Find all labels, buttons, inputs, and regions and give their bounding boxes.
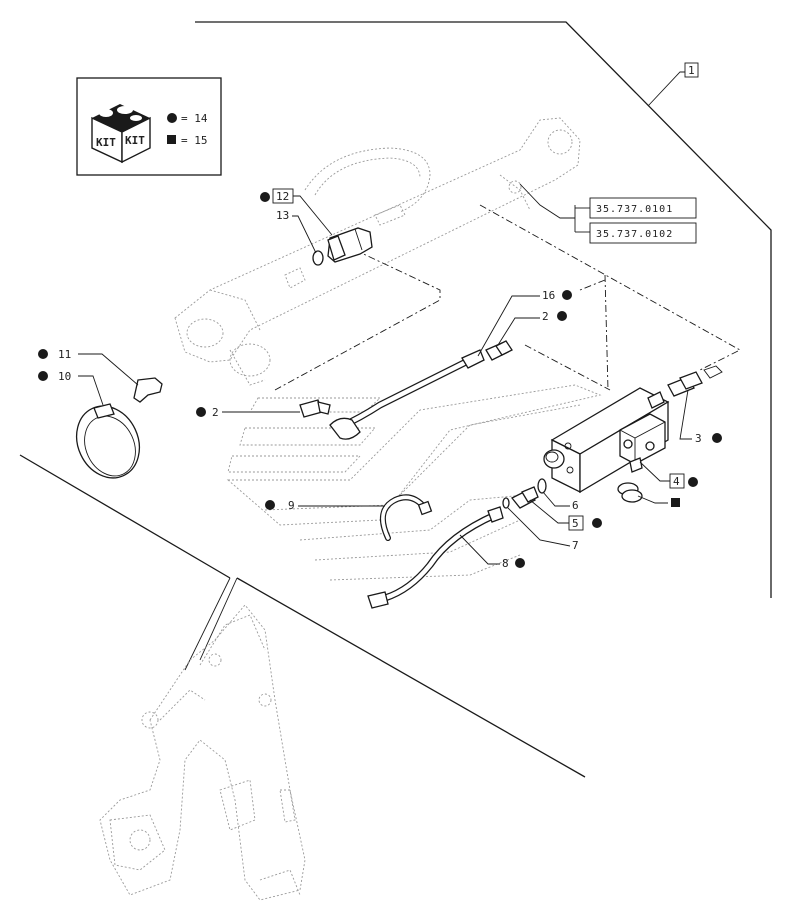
kit-box-icon: KIT KIT (91, 104, 151, 164)
legend-box (76, 77, 222, 176)
callout-2-upper: 2 (497, 310, 567, 346)
part-2-lower-elbow (299, 399, 361, 440)
part-11-clamp (133, 377, 163, 403)
reference-boxes: 35.737.0101 35.737.0102 (519, 183, 697, 244)
part-13-oring (312, 250, 324, 266)
callout-10-label: 10 (58, 370, 71, 383)
callout-16: 16 (477, 289, 572, 357)
callout-8: 8 (459, 534, 525, 570)
reference-b-label: 35.737.0102 (596, 229, 673, 240)
callout-5-label: 5 (572, 517, 579, 530)
callout-3-label: 3 (695, 432, 702, 445)
callout-11: 11 (38, 348, 139, 386)
circle-bullet-icon (557, 311, 567, 321)
callout-1: 1 (647, 62, 699, 107)
callout-4: 4 (639, 461, 698, 489)
part-5-fitting (510, 486, 539, 509)
legend-circle-value: = 14 (181, 112, 208, 125)
part-8-hose (367, 506, 504, 609)
callout-9-label: 9 (288, 499, 295, 512)
part-16-hose (336, 349, 485, 431)
callout-2-upper-label: 2 (542, 310, 549, 323)
circle-bullet-icon (196, 407, 206, 417)
part-10-ring (75, 403, 141, 479)
part-2-upper-fitting (485, 340, 513, 361)
callout-9: 9 (265, 499, 385, 512)
callout-12-label: 12 (276, 190, 289, 203)
square-bullet-icon (167, 135, 176, 144)
callout-12: 12 (260, 188, 333, 236)
callout-16-label: 16 (542, 289, 555, 302)
circle-bullet-icon (712, 433, 722, 443)
valve-orings (617, 482, 643, 503)
ghost-cylinder (174, 117, 581, 386)
callout-5: 5 (529, 499, 602, 531)
reference-a-label: 35.737.0101 (596, 204, 673, 215)
callout-2-lower-label: 2 (212, 406, 219, 419)
circle-bullet-icon (260, 192, 270, 202)
kit-label-left: KIT (96, 136, 116, 149)
callout-4-label: 4 (673, 475, 680, 488)
ghost-stripes (226, 384, 602, 581)
callout-7-label: 7 (572, 539, 579, 552)
circle-bullet-icon (167, 113, 177, 123)
callout-square-15 (637, 495, 680, 507)
reference-box-a (589, 197, 697, 219)
callout-8-label: 8 (502, 557, 509, 570)
circle-bullet-icon (265, 500, 275, 510)
part-7-oring (502, 497, 510, 509)
callout-10: 10 (38, 370, 104, 406)
callout-13: 13 (276, 209, 317, 254)
circle-bullet-icon (688, 477, 698, 487)
ghost-loader-arm (99, 604, 306, 901)
reference-box-b (589, 222, 697, 244)
circle-bullet-icon (515, 558, 525, 568)
circle-bullet-icon (38, 349, 48, 359)
circle-bullet-icon (38, 371, 48, 381)
frame-lines (19, 21, 772, 778)
callout-3: 3 (679, 389, 722, 445)
valve-block (543, 387, 670, 494)
callout-7: 7 (507, 507, 579, 552)
part-6-oring (537, 478, 547, 494)
part-9-hose (379, 494, 433, 541)
legend-square-value: = 15 (181, 134, 208, 147)
callout-2-lower: 2 (196, 406, 300, 419)
circle-bullet-icon (592, 518, 602, 528)
circle-bullet-icon (562, 290, 572, 300)
callout-1-label: 1 (688, 64, 695, 77)
callout-6-label: 6 (572, 499, 579, 512)
callout-13-label: 13 (276, 209, 289, 222)
callout-6: 6 (542, 491, 579, 512)
part-12-coupling (327, 227, 373, 263)
kit-label-right: KIT (125, 134, 145, 147)
square-bullet-icon (671, 498, 680, 507)
dash-lines (274, 204, 741, 391)
kit-legend: KIT KIT = 14 = 15 (76, 77, 222, 176)
part-3-fitting (667, 365, 723, 397)
callout-11-label: 11 (58, 348, 71, 361)
callout-box-1 (684, 62, 699, 78)
